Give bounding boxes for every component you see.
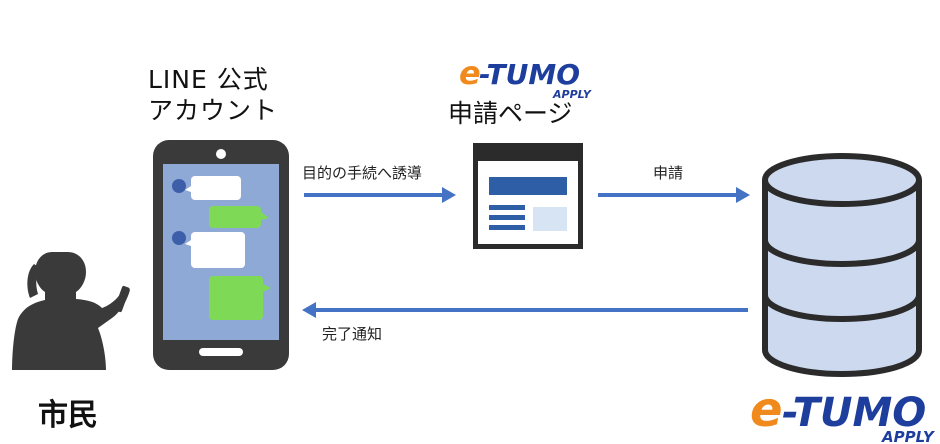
etumo-logo-small: e -TUMO APPLY [459, 56, 592, 101]
citizen-icon [12, 252, 130, 370]
citizen-label: 市民 [38, 398, 98, 433]
svg-text:APPLY: APPLY [881, 428, 936, 444]
arrow-done-head [302, 302, 316, 318]
apply-page-label: 申請ページ [448, 99, 573, 128]
arrow-guide-head [442, 187, 456, 203]
webpage-icon [473, 143, 583, 249]
arrow-apply-head [736, 187, 750, 203]
svg-text:e: e [459, 56, 481, 92]
done-arrow-label: 完了通知 [322, 325, 383, 343]
svg-text:e: e [750, 382, 783, 438]
line-account-label: LINE 公式 アカウント [148, 65, 279, 125]
smartphone-icon [153, 140, 289, 370]
svg-text:APPLY: APPLY [552, 88, 592, 101]
guide-arrow-label: 目的の手続へ誘導 [302, 164, 423, 182]
svg-text:-TUMO: -TUMO [782, 390, 926, 436]
database-icon [762, 153, 922, 377]
svg-text:-TUMO: -TUMO [479, 58, 580, 91]
etumo-logo-large: e -TUMO APPLY [750, 382, 936, 444]
apply-arrow-label: 申請 [653, 164, 684, 182]
